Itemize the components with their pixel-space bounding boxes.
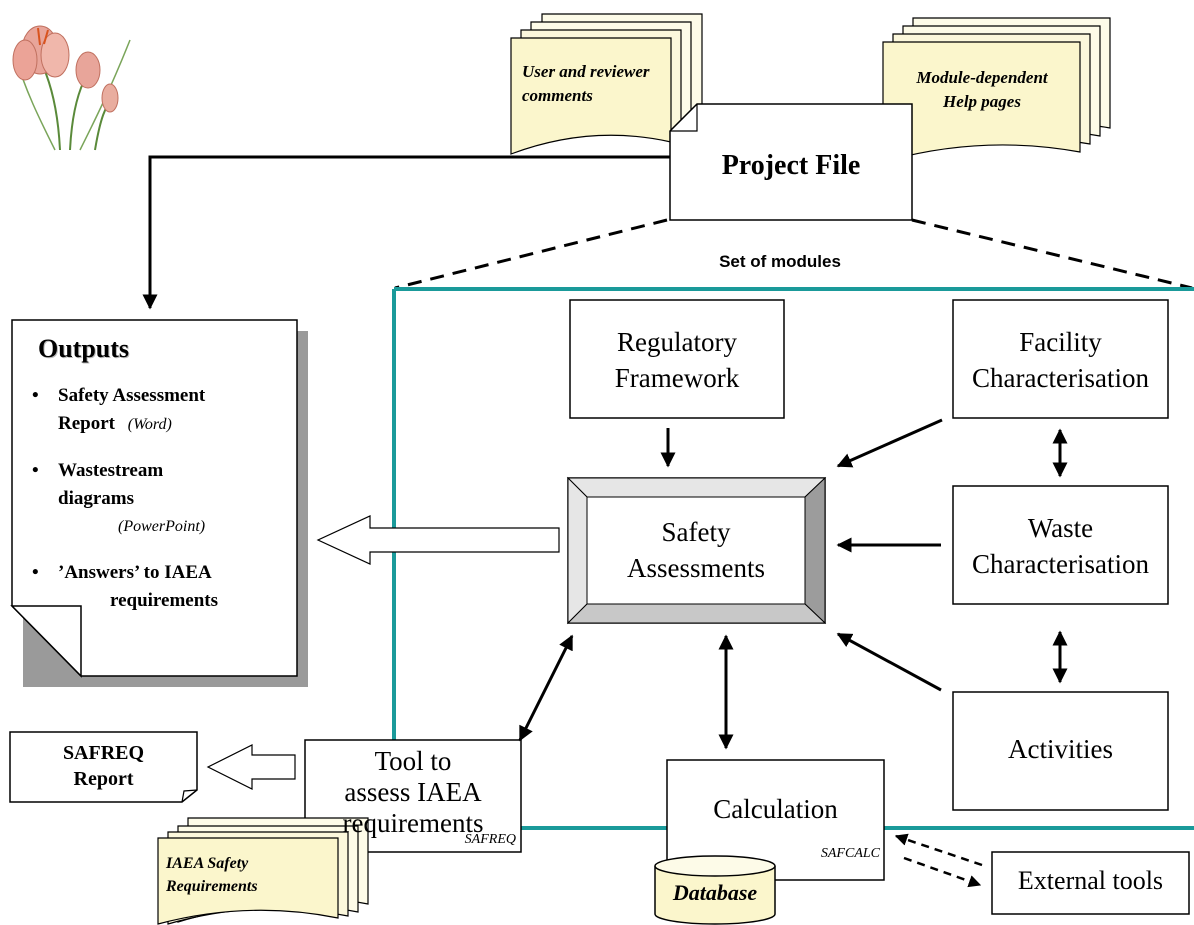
waste-line2: Characterisation: [972, 549, 1149, 579]
outputs-title: Outputs: [38, 334, 130, 363]
iaea-line2: Requirements: [166, 878, 258, 895]
facility-characterisation-box: [952, 299, 1169, 419]
help-pages-document-stack: [882, 17, 1111, 163]
outputs-item1-line2: Report: [58, 413, 115, 434]
safreq-hollow-arrow: [206, 744, 296, 790]
safety-assessments-box: [566, 476, 827, 625]
outputs-item1-note: (Word): [127, 416, 172, 433]
regulatory-line1: Regulatory: [617, 327, 737, 357]
project-file-connectors: [142, 155, 1193, 310]
iaea-requirements-label: IAEA Safety Requirements: [166, 852, 326, 898]
safreq-report-page: [9, 731, 198, 803]
outputs-item1-line2-row: Report (Word): [58, 410, 294, 439]
set-of-modules-label: Set of modules: [719, 252, 841, 271]
bullet-icon: •: [32, 562, 39, 583]
comments-label-line1: User and reviewer: [522, 62, 650, 81]
calculation-tag: SAFCALC: [820, 846, 880, 861]
tool-line2: assess IAEA: [344, 777, 482, 807]
waste-characterisation-label: Waste Characterisation: [953, 510, 1168, 582]
regulatory-line2: Framework: [614, 363, 740, 393]
tool-tag: SAFREQ: [464, 832, 516, 847]
outputs-item-answers: • ’Answers’ to IAEA requirements: [24, 559, 294, 615]
calculation-label: Calculation: [713, 794, 838, 824]
project-file-title: Project File: [721, 150, 861, 181]
help-label-line2: Help pages: [943, 92, 1021, 111]
outputs-item2-note: (PowerPoint): [118, 518, 206, 535]
output-hollow-arrow: [316, 515, 560, 565]
safety-assessments-label: Safety Assessments: [587, 514, 805, 586]
comments-document-label: User and reviewer comments: [522, 60, 672, 108]
outputs-item1-line1: Safety Assessment: [58, 385, 206, 406]
safety-line2: Assessments: [626, 553, 765, 583]
database-label: Database: [672, 880, 758, 905]
database-cylinder: [654, 855, 776, 925]
activities-label: Activities: [1008, 734, 1113, 764]
activities-box: [952, 691, 1169, 811]
module-arrows: [518, 418, 1068, 888]
tool-label: Tool to assess IAEA requirements: [305, 746, 521, 839]
waste-characterisation-box: [952, 485, 1169, 605]
outputs-item-report: • Safety Assessment Report (Word): [24, 382, 294, 439]
iaea-line1: IAEA Safety: [166, 855, 249, 872]
outputs-item3-line1: ’Answers’ to IAEA: [58, 562, 212, 583]
waste-line1: Waste: [1027, 513, 1094, 543]
safreq-report-line1: SAFREQ: [62, 742, 145, 764]
external-tools-label: External tools: [1017, 866, 1164, 895]
outputs-page: [10, 319, 308, 687]
help-pages-label: Module-dependent Help pages: [887, 66, 1077, 114]
comments-label-line2: comments: [522, 86, 593, 105]
iaea-requirements-document-stack: [157, 817, 369, 925]
project-file-box: [669, 103, 913, 221]
outputs-item2-line2: diagrams: [58, 488, 134, 509]
regulatory-framework-label: Regulatory Framework: [570, 324, 784, 396]
help-label-line1: Module-dependent: [916, 68, 1048, 87]
external-tools-box: [991, 851, 1190, 915]
outputs-content: Outputs • Safety Assessment Report (Word…: [24, 334, 294, 615]
module-frame: [392, 287, 1194, 830]
outputs-item2-line1: Wastestream: [58, 460, 164, 481]
outputs-item3-line2: requirements: [110, 590, 219, 611]
safety-line1: Safety: [661, 517, 731, 547]
crocus-flower-icon: [12, 25, 131, 151]
tool-line1: Tool to: [374, 746, 452, 776]
tool-line3: requirements: [342, 808, 484, 838]
regulatory-framework-box: [569, 299, 785, 419]
outputs-item-diagrams: • Wastestream diagrams (PowerPoint): [24, 457, 294, 541]
safreq-report-line2: Report: [73, 768, 134, 790]
facility-line1: Facility: [1019, 327, 1102, 357]
safreq-report-label: SAFREQ Report: [10, 740, 197, 792]
facility-line2: Characterisation: [972, 363, 1149, 393]
facility-characterisation-label: Facility Characterisation: [953, 324, 1168, 396]
comments-document-stack: [510, 13, 703, 155]
bullet-icon: •: [32, 460, 39, 481]
bullet-icon: •: [32, 385, 39, 406]
